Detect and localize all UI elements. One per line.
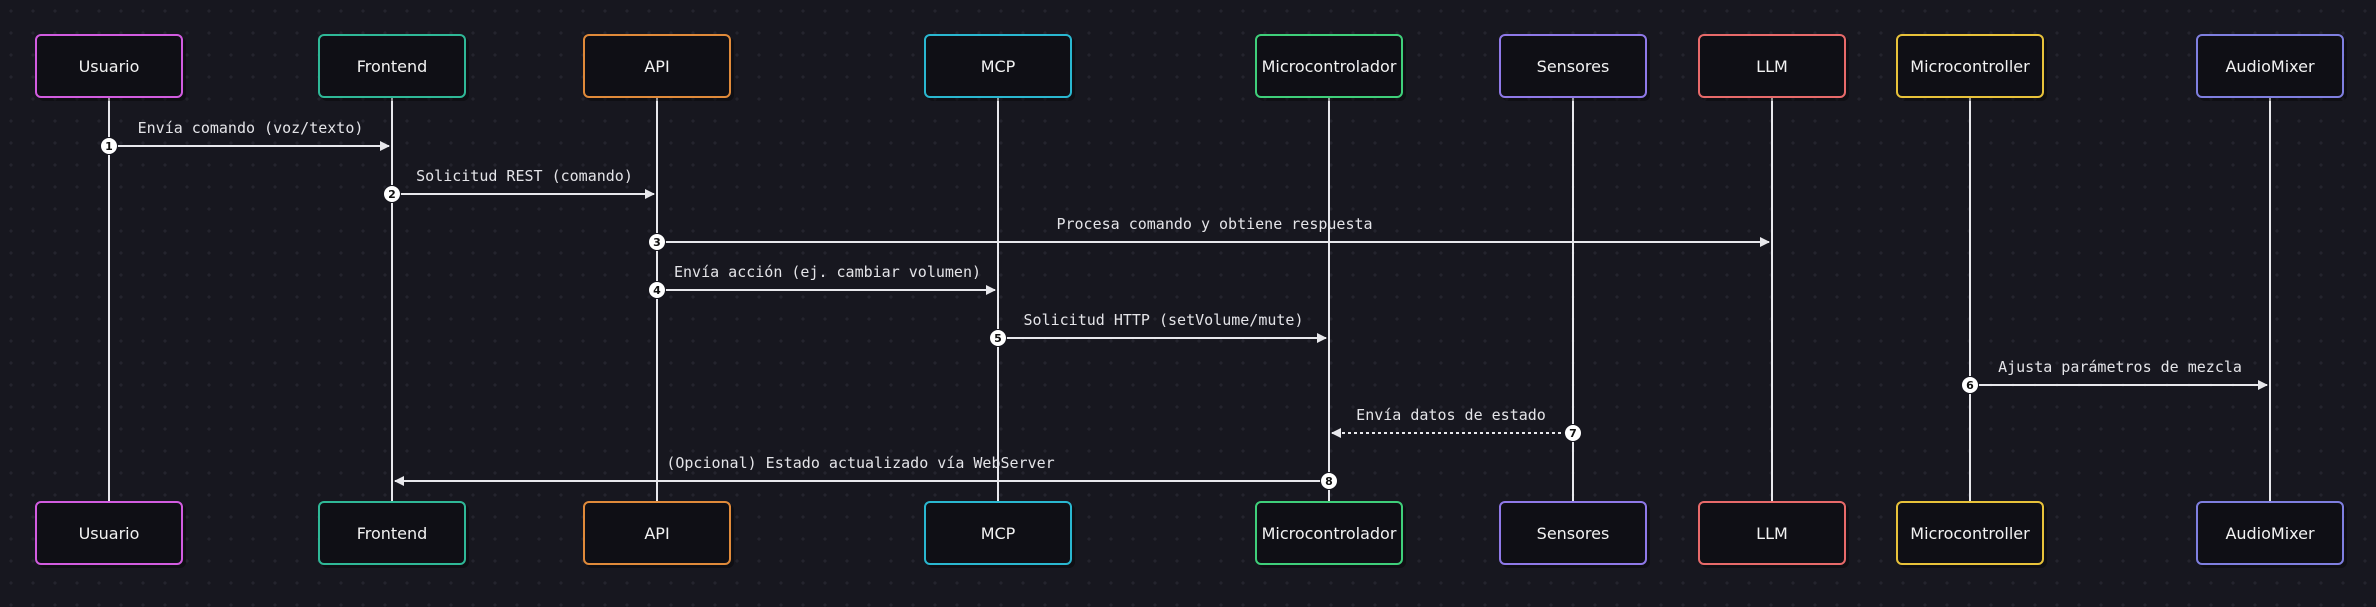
- sequence-number-5: 5: [989, 329, 1007, 347]
- participant-mcp-top: MCP: [924, 34, 1072, 98]
- sequence-number-7: 7: [1564, 424, 1582, 442]
- lifeline-api: [656, 98, 658, 501]
- lifeline-usuario: [108, 98, 110, 501]
- lifeline-sensores: [1572, 98, 1574, 501]
- participant-audiomixer-top: AudioMixer: [2196, 34, 2344, 98]
- sequence-number-3: 3: [648, 233, 666, 251]
- sequence-number-4: 4: [648, 281, 666, 299]
- participant-microcontroller-top: Microcontroller: [1896, 34, 2044, 98]
- participant-microcontroller-bottom: Microcontroller: [1896, 501, 2044, 565]
- message-label-5: Solicitud HTTP (setVolume/mute): [1023, 311, 1304, 329]
- message-label-2: Solicitud REST (comando): [416, 167, 633, 185]
- sequence-number-8: 8: [1320, 472, 1338, 490]
- participant-llm-top: LLM: [1698, 34, 1846, 98]
- participant-sensores-bottom: Sensores: [1499, 501, 1647, 565]
- participant-api-bottom: API: [583, 501, 731, 565]
- message-label-4: Envía acción (ej. cambiar volumen): [673, 263, 982, 281]
- message-label-6: Ajusta parámetros de mezcla: [1998, 358, 2242, 376]
- lifeline-audiomixer: [2269, 98, 2271, 501]
- message-label-3: Procesa comando y obtiene respuesta: [1056, 215, 1373, 233]
- lifeline-mcp: [997, 98, 999, 501]
- participant-llm-bottom: LLM: [1698, 501, 1846, 565]
- participant-sensores-top: Sensores: [1499, 34, 1647, 98]
- participant-audiomixer-bottom: AudioMixer: [2196, 501, 2344, 565]
- participant-usuario-bottom: Usuario: [35, 501, 183, 565]
- participant-frontend-top: Frontend: [318, 34, 466, 98]
- sequence-number-2: 2: [383, 185, 401, 203]
- participant-frontend-bottom: Frontend: [318, 501, 466, 565]
- participant-microcontrolador-bottom: Microcontrolador: [1255, 501, 1403, 565]
- lifeline-frontend: [391, 98, 393, 501]
- message-label-7: Envía datos de estado: [1356, 406, 1546, 424]
- participant-api-top: API: [583, 34, 731, 98]
- lifeline-microcontroller: [1969, 98, 1971, 501]
- message-label-8: (Opcional) Estado actualizado vía WebSer…: [666, 454, 1055, 472]
- message-label-1: Envía comando (voz/texto): [137, 119, 364, 137]
- participant-usuario-top: Usuario: [35, 34, 183, 98]
- sequence-number-6: 6: [1961, 376, 1979, 394]
- sequence-number-1: 1: [100, 137, 118, 155]
- lifeline-microcontrolador: [1328, 98, 1330, 501]
- participant-microcontrolador-top: Microcontrolador: [1255, 34, 1403, 98]
- lifeline-llm: [1771, 98, 1773, 501]
- participant-mcp-bottom: MCP: [924, 501, 1072, 565]
